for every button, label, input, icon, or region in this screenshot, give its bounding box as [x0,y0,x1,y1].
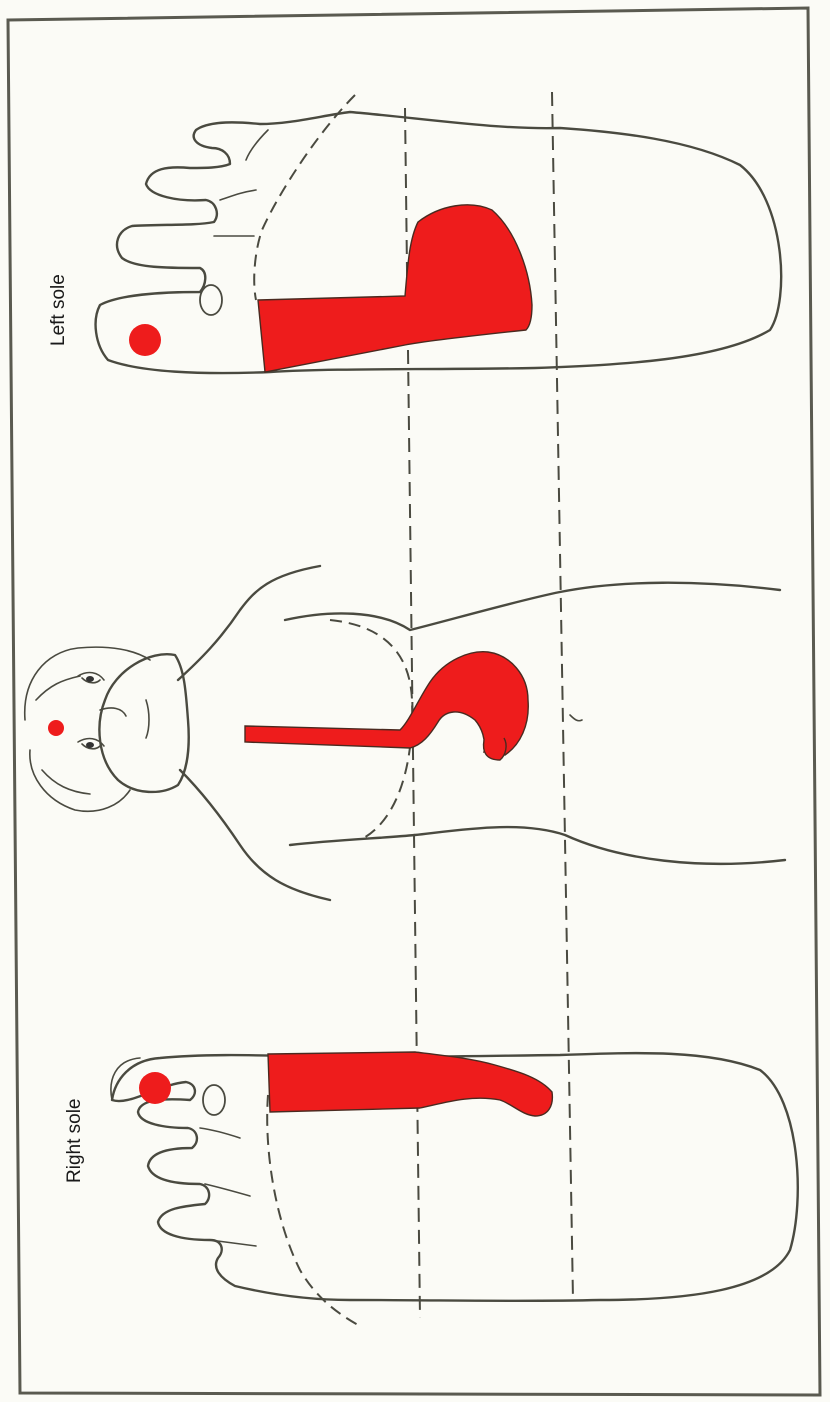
torso-side-left [285,583,780,630]
right-toe-line [200,1128,240,1138]
right-toe-line [205,1184,250,1196]
left-sole-label: Left sole [48,274,69,346]
frame-border [8,8,820,1395]
stomach-pylorus [484,738,507,760]
left-sole-ball-line [254,95,355,300]
left-sole [96,95,782,373]
hair [25,647,150,811]
nose [100,708,126,716]
left-sole-neck-ring [200,285,222,315]
torso-figure [25,566,785,900]
right-sole-label: Right sole [64,1099,85,1184]
esophagus-stomach [245,652,528,755]
neck-shoulder-left [178,566,320,680]
left-eye-pupil [86,676,94,682]
neck-shoulder-right [180,770,330,900]
right-eye-pupil [86,742,94,748]
right-sole-head-dot [139,1072,171,1104]
left-sole-stomach-zone [258,205,532,372]
waist-tick [570,715,582,721]
forehead-dot [48,720,64,736]
right-sole-neck-ring [203,1085,225,1115]
right-sole [111,1052,798,1325]
left-toe-line [220,190,256,200]
right-toe-line [210,1240,256,1246]
torso-side-right [290,827,785,864]
right-sole-ball-line [267,1095,358,1325]
left-toe-line [246,130,268,160]
head-outline [99,654,188,792]
guide-line-lower [552,92,573,1300]
right-sole-stomach-zone [268,1052,552,1116]
mouth [146,700,149,738]
left-sole-head-dot [129,324,161,356]
